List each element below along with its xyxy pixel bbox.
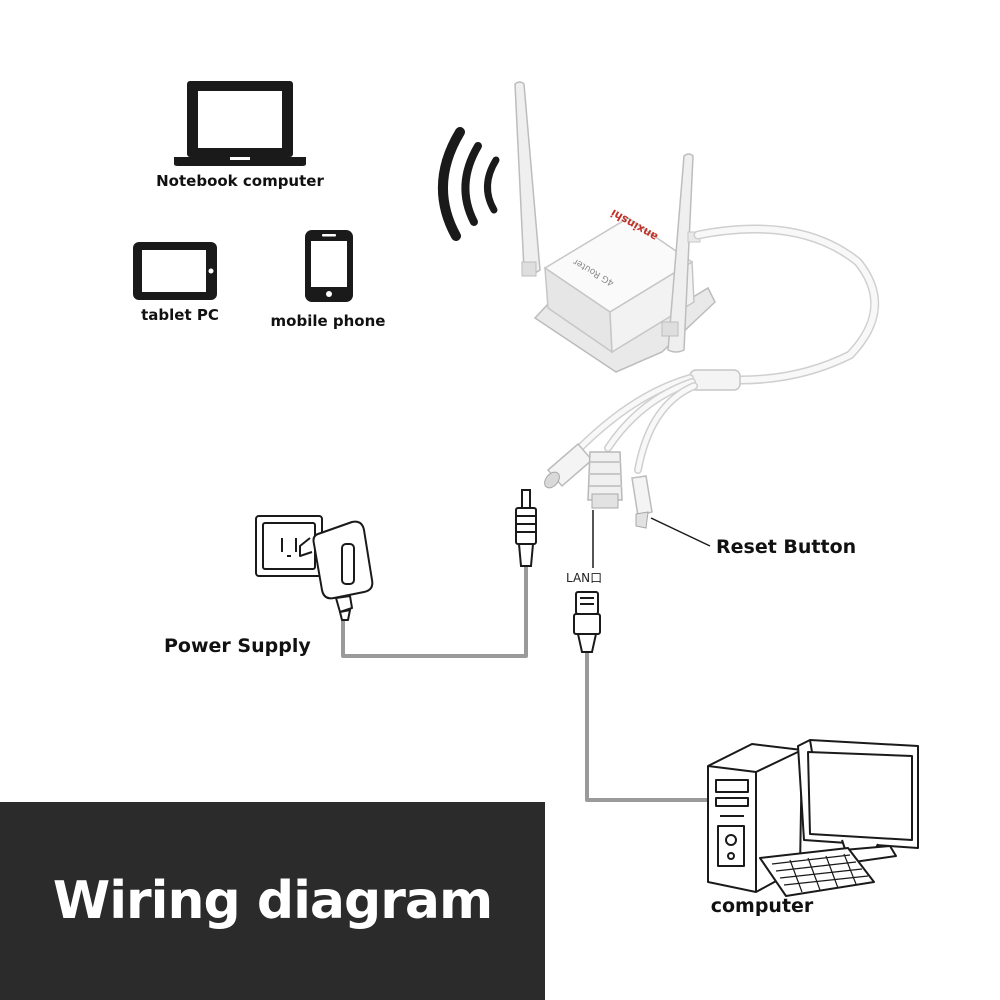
lan-port-label: LAN口 — [566, 571, 602, 585]
dc-jack-icon — [544, 442, 594, 489]
phone-label: mobile phone — [271, 312, 386, 330]
wifi-signal-icon — [437, 127, 500, 241]
tablet-icon — [133, 242, 217, 300]
reset-button-icon — [631, 475, 653, 529]
notebook-icon — [174, 81, 306, 166]
router-cable — [566, 224, 880, 474]
wall-socket-icon — [255, 515, 323, 577]
router-icon — [514, 81, 716, 373]
reset-button-label: Reset Button — [716, 536, 856, 558]
tablet-label: tablet PC — [141, 306, 219, 324]
page-title: Wiring diagram — [52, 871, 493, 931]
desktop-computer-icon — [707, 739, 919, 897]
dc-plug-icon — [515, 489, 537, 567]
gray-cables — [341, 564, 714, 802]
lan-socket-icon — [587, 451, 623, 509]
mobile-phone-icon — [305, 230, 353, 302]
rj45-plug-icon — [573, 591, 601, 653]
notebook-label: Notebook computer — [156, 172, 324, 190]
title-banner: Wiring diagram — [0, 802, 545, 1000]
power-supply-label: Power Supply — [164, 635, 311, 657]
computer-label: computer — [711, 895, 814, 917]
power-adapter-icon — [299, 520, 374, 621]
callout-lines — [592, 510, 711, 568]
